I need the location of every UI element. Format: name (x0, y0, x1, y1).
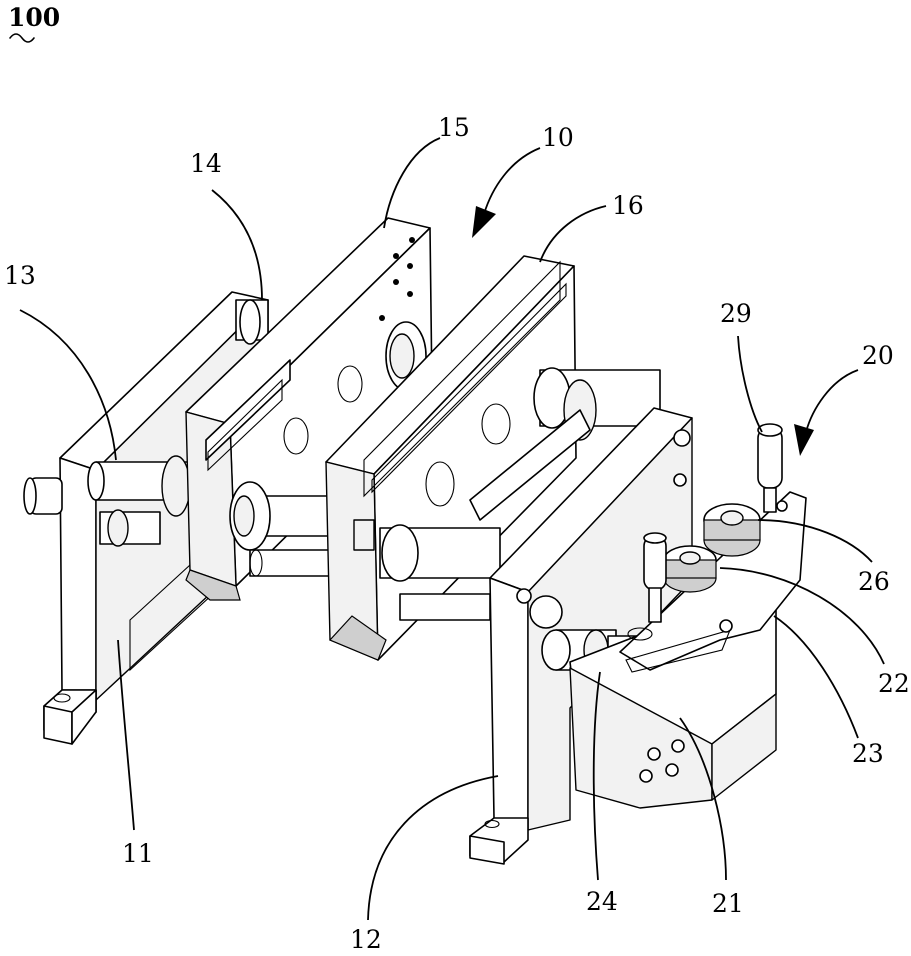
leader-15 (384, 138, 440, 228)
label-24: 24 (586, 887, 618, 916)
label-20: 20 (862, 341, 894, 370)
label-14: 14 (190, 149, 222, 178)
arrow-10 (472, 148, 540, 238)
label-26: 26 (858, 567, 890, 596)
label-21: 21 (712, 889, 744, 918)
label-22: 22 (878, 669, 910, 698)
label-16: 16 (612, 191, 644, 220)
leader-16 (540, 206, 606, 262)
label-23: 23 (852, 739, 884, 768)
label-100-tilde (10, 34, 34, 42)
leader-29 (738, 336, 762, 432)
label-13: 13 (4, 261, 36, 290)
label-10: 10 (542, 123, 574, 152)
label-100: 100 (8, 3, 60, 32)
label-15: 15 (438, 113, 470, 142)
leader-14 (212, 190, 262, 300)
label-12: 12 (350, 925, 382, 954)
label-11: 11 (122, 839, 154, 868)
leader-23 (774, 616, 858, 738)
label-29: 29 (720, 299, 752, 328)
arrow-20 (794, 370, 858, 456)
